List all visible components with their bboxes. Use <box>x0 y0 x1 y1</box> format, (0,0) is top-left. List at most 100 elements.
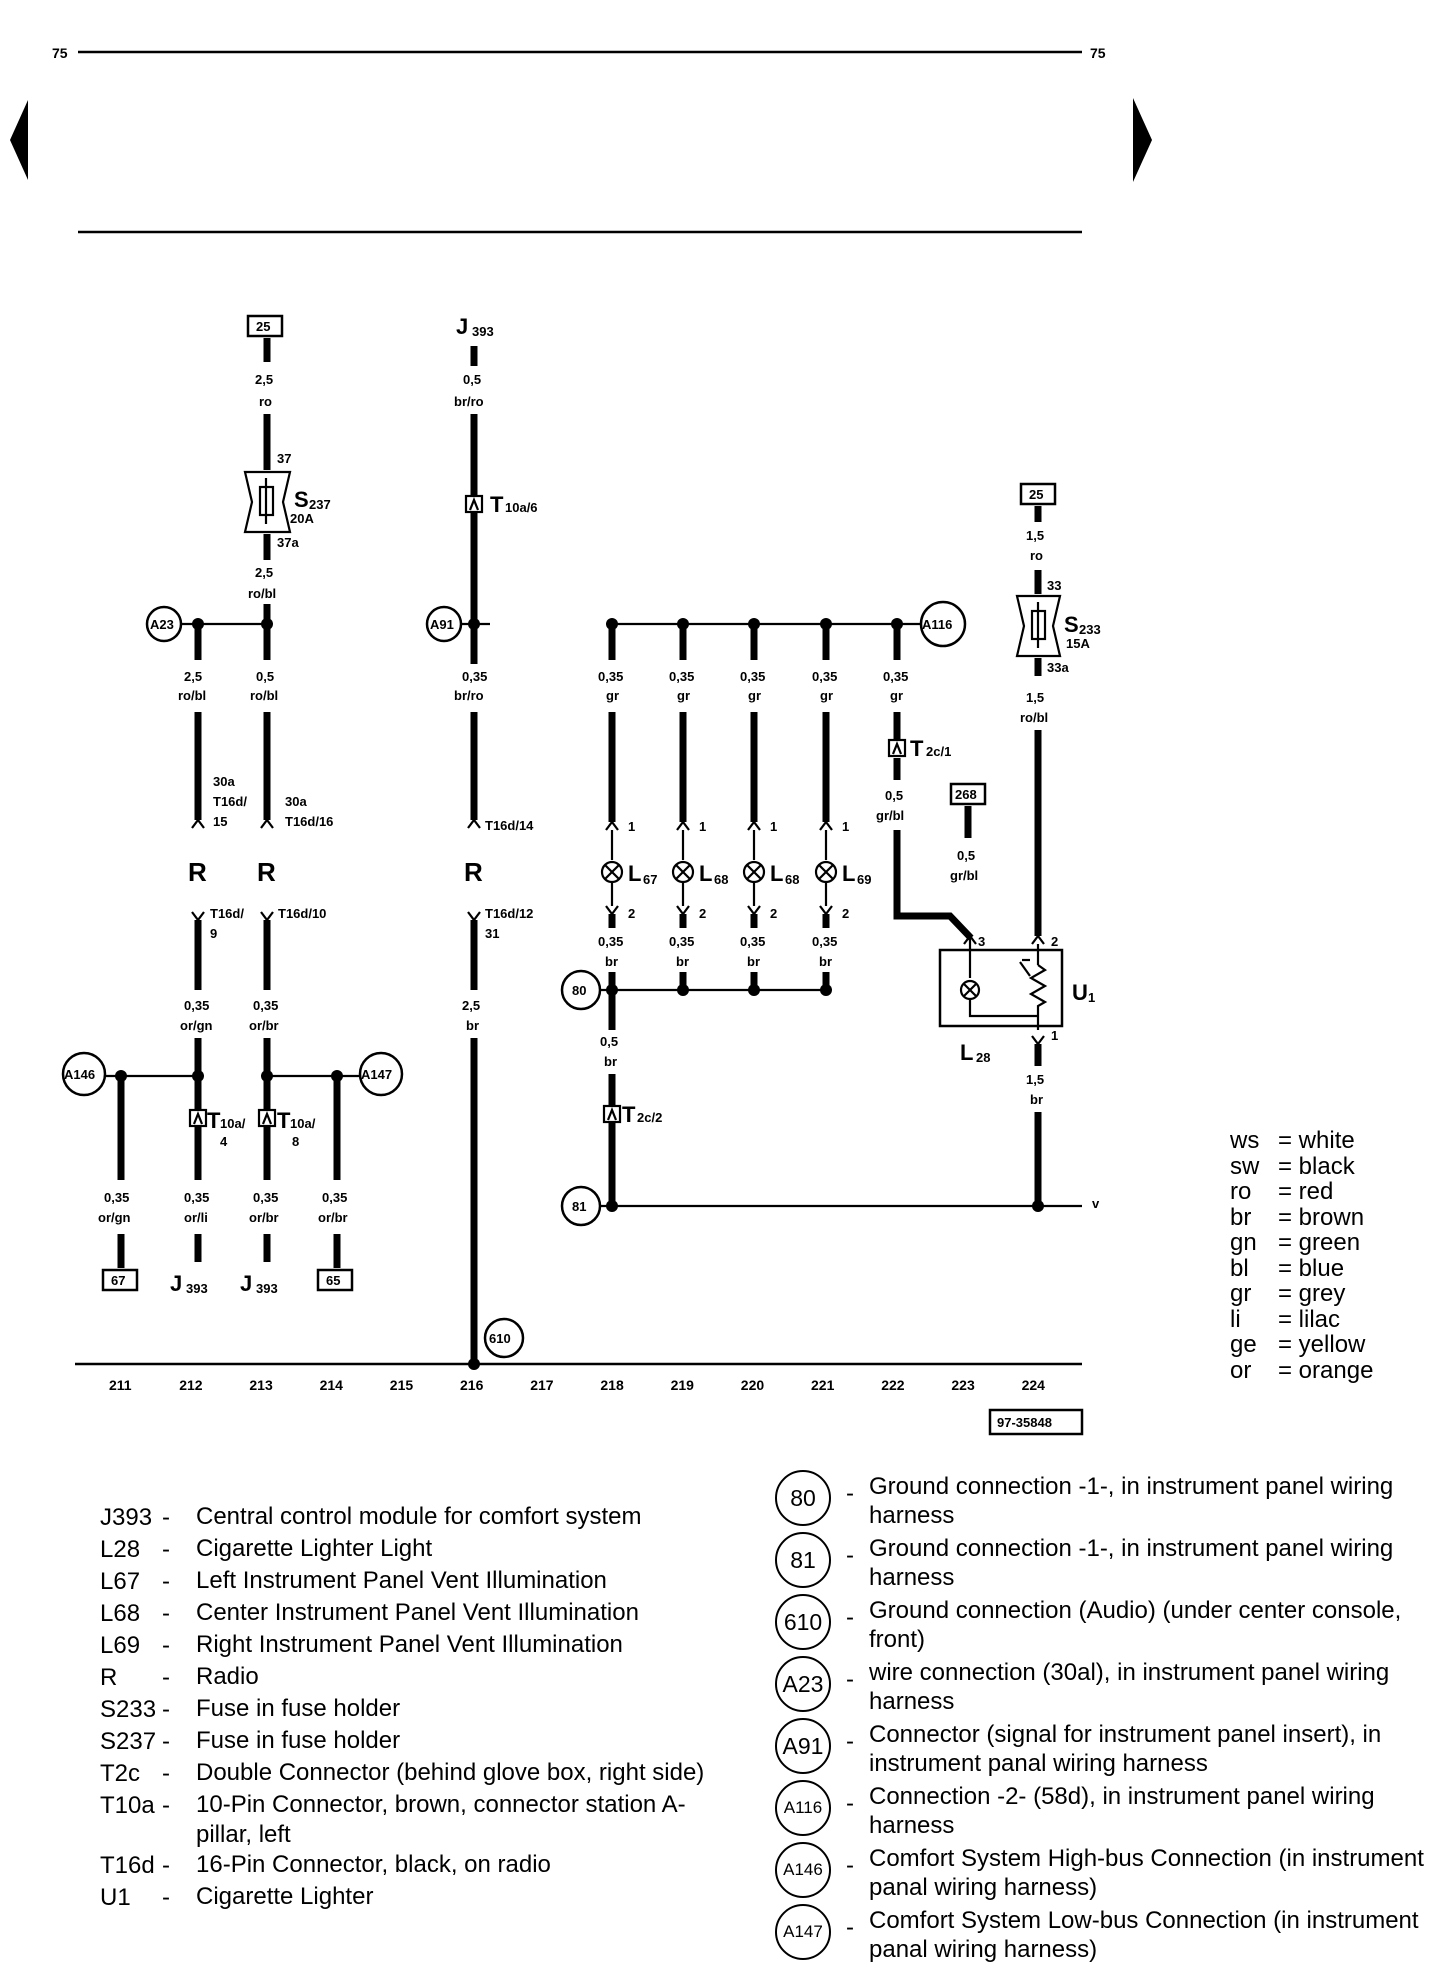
terminal-25-left-label: 25 <box>256 319 270 334</box>
legend-desc: 10-Pin Connector, brown, connector stati… <box>196 1791 686 1848</box>
svg-text:0,35: 0,35 <box>740 934 765 949</box>
svg-text:2,5: 2,5 <box>184 669 202 684</box>
color-abbr: ro <box>1230 1178 1252 1205</box>
color-key-row: ws= white <box>1230 1128 1373 1154</box>
svg-text:610: 610 <box>489 1331 511 1346</box>
svg-text:gr/bl: gr/bl <box>950 868 978 883</box>
svg-text:0,35: 0,35 <box>598 669 623 684</box>
svg-text:3: 3 <box>978 934 985 949</box>
svg-text:2,5: 2,5 <box>255 565 273 580</box>
track-number: 219 <box>671 1377 695 1393</box>
legend-dash: - <box>846 1480 854 1507</box>
next-page-arrow-icon[interactable] <box>1133 98 1152 182</box>
terminal-268 <box>949 782 987 806</box>
legend-dash: - <box>162 1884 170 1911</box>
lamp-label: L <box>628 861 641 886</box>
connection-desc: wire connection (30al), in instrument pa… <box>869 1659 1390 1715</box>
legend-dash: - <box>162 1600 170 1627</box>
legend-code: S233 <box>100 1696 157 1723</box>
svg-text:0,35: 0,35 <box>322 1190 347 1205</box>
color-name: = black <box>1278 1152 1355 1180</box>
connection-desc: Ground connection (Audio) (under center … <box>869 1597 1402 1653</box>
legend-dash: - <box>162 1568 170 1595</box>
svg-text:J: J <box>240 1271 252 1296</box>
legend-code: T2c <box>100 1760 141 1787</box>
svg-text:69: 69 <box>857 872 871 887</box>
svg-text:15A: 15A <box>1066 636 1090 651</box>
svg-text:gr: gr <box>820 688 833 703</box>
svg-text:T16d/12: T16d/12 <box>485 906 533 921</box>
svg-text:br: br <box>605 954 618 969</box>
svg-text:68: 68 <box>785 872 799 887</box>
connection-desc: Ground connection -1-, in instrument pan… <box>869 1473 1394 1529</box>
svg-text:1: 1 <box>1088 990 1095 1005</box>
svg-text:10a/: 10a/ <box>290 1116 316 1131</box>
svg-text:0,35: 0,35 <box>184 1190 209 1205</box>
svg-text:25: 25 <box>1029 487 1043 502</box>
legend-code: L67 <box>100 1568 141 1595</box>
ground-610 <box>483 1317 525 1359</box>
svg-text:0,5: 0,5 <box>463 372 481 387</box>
legend-dash: - <box>162 1852 170 1879</box>
page-number-right: 75 <box>1090 45 1106 61</box>
legend-dash: - <box>846 1542 854 1569</box>
color-key-row: li= lilac <box>1230 1306 1373 1333</box>
track-number: 222 <box>881 1377 905 1393</box>
legend-code: S237 <box>100 1728 157 1755</box>
svg-text:gr: gr <box>677 688 690 703</box>
svg-text:T16d/: T16d/ <box>210 906 244 921</box>
svg-text:ro/bl: ro/bl <box>178 688 206 703</box>
svg-text:or/br: or/br <box>249 1210 279 1225</box>
svg-text:ro/bl: ro/bl <box>1020 710 1048 725</box>
component-legend: J393-Central control module for comfort … <box>100 1502 736 1914</box>
svg-text:67: 67 <box>111 1273 125 1288</box>
track-number: 223 <box>951 1377 975 1393</box>
svg-text:gr: gr <box>890 688 903 703</box>
lamp-icon <box>742 860 766 884</box>
svg-text:ro: ro <box>259 394 272 409</box>
legend-dash: - <box>846 1604 854 1631</box>
legend-desc: Right Instrument Panel Vent Illumination <box>196 1631 623 1658</box>
svg-text:A23: A23 <box>150 617 174 632</box>
color-name: = blue <box>1278 1254 1345 1282</box>
svg-text:1: 1 <box>770 819 777 834</box>
svg-text:2,5: 2,5 <box>255 372 273 387</box>
terminal-25-left <box>246 314 284 338</box>
track-number: 220 <box>741 1377 765 1393</box>
svg-text:0,35: 0,35 <box>740 669 765 684</box>
track-number: 216 <box>460 1377 484 1393</box>
svg-text:br: br <box>604 1054 617 1069</box>
legend-dash: - <box>162 1632 170 1659</box>
connection-legend-row: A23-wire connection (30al), in instrumen… <box>775 1656 1429 1718</box>
lamp-icon <box>671 860 695 884</box>
svg-text:1,5: 1,5 <box>1026 528 1044 543</box>
legend-code: R <box>100 1664 118 1691</box>
lamp-label: L <box>770 861 783 886</box>
legend-dash: - <box>846 1790 854 1817</box>
connection-desc: Comfort System Low-bus Connection (in in… <box>869 1907 1419 1963</box>
terminal-65 <box>316 1268 354 1292</box>
connection-circle: A91 <box>775 1718 831 1774</box>
prev-page-arrow-icon[interactable] <box>10 100 28 180</box>
page-number-left: 75 <box>52 45 68 61</box>
svg-text:2,5: 2,5 <box>462 998 480 1013</box>
svg-text:33a: 33a <box>1047 660 1069 675</box>
legend-dash: - <box>846 1914 854 1941</box>
color-name: = green <box>1278 1229 1361 1256</box>
svg-text:ro/bl: ro/bl <box>248 586 276 601</box>
legend-code: U1 <box>100 1884 131 1911</box>
svg-text:2c/1: 2c/1 <box>926 744 951 759</box>
svg-text:0,35: 0,35 <box>253 1190 278 1205</box>
svg-text:37: 37 <box>277 451 291 466</box>
svg-text:15: 15 <box>213 814 227 829</box>
svg-text:0,35: 0,35 <box>883 669 908 684</box>
legend-code: T16d <box>100 1852 155 1879</box>
legend-row: L69-Right Instrument Panel Vent Illumina… <box>100 1630 736 1662</box>
track-number: 218 <box>600 1377 624 1393</box>
legend-dash: - <box>162 1536 170 1563</box>
connection-circle: A23 <box>775 1656 831 1712</box>
svg-text:393: 393 <box>256 1281 278 1296</box>
terminal-67 <box>101 1268 139 1292</box>
color-abbr: br <box>1230 1203 1252 1231</box>
